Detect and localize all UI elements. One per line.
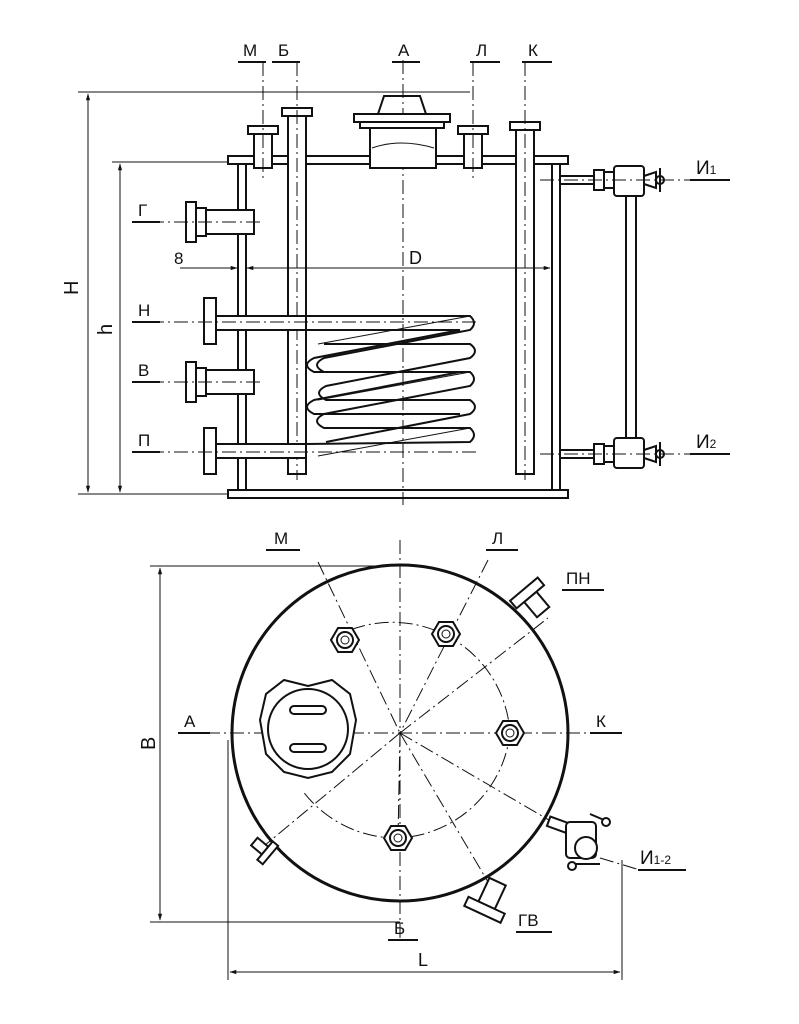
label-B-front: Б bbox=[278, 41, 289, 60]
manhole-A bbox=[353, 95, 451, 169]
wall-thickness-label: 8 bbox=[174, 249, 183, 268]
diameter-label: D bbox=[409, 248, 422, 268]
nozzle-L-plan bbox=[430, 621, 462, 647]
height-dimensions: H h bbox=[61, 91, 470, 495]
label-K-front: К bbox=[528, 41, 538, 60]
plan-length-dimension: L bbox=[227, 740, 623, 980]
pipe-K bbox=[509, 62, 541, 480]
dim-B-label: В bbox=[138, 737, 160, 750]
level-gauge-plan bbox=[545, 813, 641, 871]
label-V: В bbox=[138, 361, 149, 380]
label-M-plan: М bbox=[274, 529, 288, 548]
front-view: H h bbox=[61, 41, 730, 505]
label-K-plan: К bbox=[596, 712, 606, 731]
nozzle-G bbox=[150, 201, 262, 243]
plan-height-dimension: В bbox=[138, 565, 400, 923]
label-P: П bbox=[138, 431, 150, 450]
nozzle-M bbox=[247, 62, 279, 180]
label-GV: ГВ bbox=[518, 911, 539, 930]
label-L-plan: Л bbox=[492, 529, 503, 548]
pipe-B bbox=[281, 62, 313, 480]
manhole-plan bbox=[258, 678, 358, 780]
label-M-front: М bbox=[243, 41, 257, 60]
plan-labels: М Л ПН А К И1-2 ГВ Б bbox=[178, 529, 686, 941]
level-gauge bbox=[540, 165, 690, 469]
plan-axes bbox=[182, 540, 600, 940]
diameter-dimension: 8 D bbox=[174, 248, 551, 271]
pipe-N bbox=[150, 297, 480, 345]
dim-L-label: L bbox=[418, 950, 428, 970]
label-A-plan: А bbox=[184, 712, 196, 731]
dim-h-label: h bbox=[95, 324, 117, 335]
label-PN: ПН bbox=[566, 569, 591, 588]
label-N: Н bbox=[138, 301, 150, 320]
label-A-front: А bbox=[398, 41, 410, 60]
nozzle-K-plan bbox=[494, 720, 526, 746]
label-I12: И1-2 bbox=[640, 848, 671, 869]
nozzle-PN-plan bbox=[508, 576, 551, 619]
plan-view: В L bbox=[138, 529, 686, 980]
nozzle-V bbox=[150, 361, 262, 403]
nozzle-GV-plan bbox=[462, 876, 508, 925]
dim-H-label: H bbox=[61, 281, 83, 295]
nozzle-L bbox=[457, 62, 489, 180]
heating-coil bbox=[305, 315, 476, 457]
label-B-plan: Б bbox=[394, 919, 405, 938]
nozzle-small-plan bbox=[249, 836, 280, 866]
label-I1: И1 bbox=[696, 158, 717, 179]
nozzle-B-plan bbox=[382, 825, 414, 851]
front-labels: М Б А Л К Г Н В П И1 И2 bbox=[132, 41, 730, 455]
label-L-front: Л bbox=[476, 41, 487, 60]
label-I2: И2 bbox=[696, 432, 717, 453]
nozzle-M-plan bbox=[329, 627, 361, 653]
pipe-P bbox=[150, 427, 480, 475]
label-G: Г bbox=[138, 201, 147, 220]
